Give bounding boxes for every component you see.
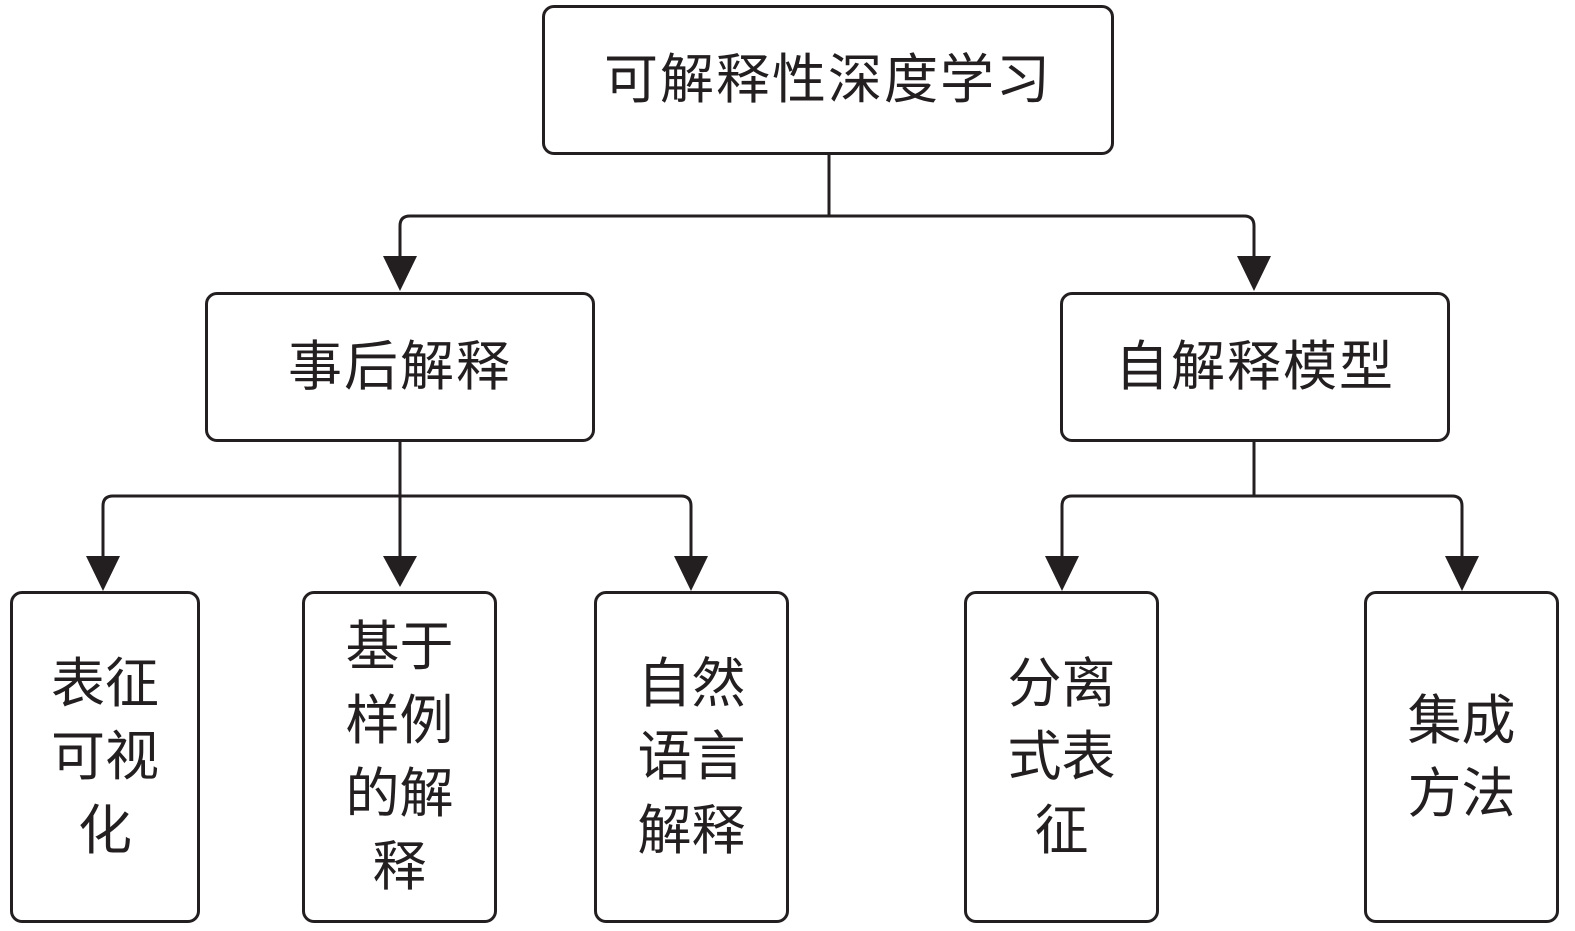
- leaf-node-label: 集成方法: [1407, 688, 1516, 825]
- arrowhead-branch-left: [383, 256, 417, 291]
- arrowhead-branch-right: [1237, 256, 1271, 291]
- arrowhead-leaf-2: [383, 556, 417, 587]
- arrowhead-leaf-3: [674, 556, 708, 591]
- arrowhead-leaf-4: [1045, 556, 1079, 591]
- connector-root-bar: [398, 214, 1256, 262]
- leaf-node-label: 自然语言解释: [637, 651, 746, 862]
- branch-node-self-explaining-label: 自解释模型: [1115, 335, 1395, 399]
- connector-right-bar: [1060, 494, 1464, 566]
- connector-left-bar: [101, 494, 693, 566]
- leaf-node-example-based: 基于样例的解释: [302, 591, 497, 923]
- branch-node-post-hoc: 事后解释: [205, 292, 595, 442]
- branch-node-self-explaining: 自解释模型: [1060, 292, 1450, 442]
- leaf-node-disentangled-representation: 分离式表征: [964, 591, 1159, 923]
- arrowhead-leaf-1: [86, 556, 120, 591]
- root-node-label: 可解释性深度学习: [604, 48, 1052, 112]
- leaf-node-label: 分离式表征: [1007, 651, 1116, 862]
- arrowhead-leaf-5: [1445, 556, 1479, 591]
- branch-node-post-hoc-label: 事后解释: [288, 335, 512, 399]
- root-node: 可解释性深度学习: [542, 5, 1114, 155]
- leaf-node-representation-visualization: 表征可视化: [10, 591, 200, 923]
- leaf-node-ensemble-methods: 集成方法: [1364, 591, 1559, 923]
- leaf-node-label: 基于样例的解释: [345, 615, 454, 899]
- leaf-node-natural-language: 自然语言解释: [594, 591, 789, 923]
- leaf-node-label: 表征可视化: [51, 651, 159, 862]
